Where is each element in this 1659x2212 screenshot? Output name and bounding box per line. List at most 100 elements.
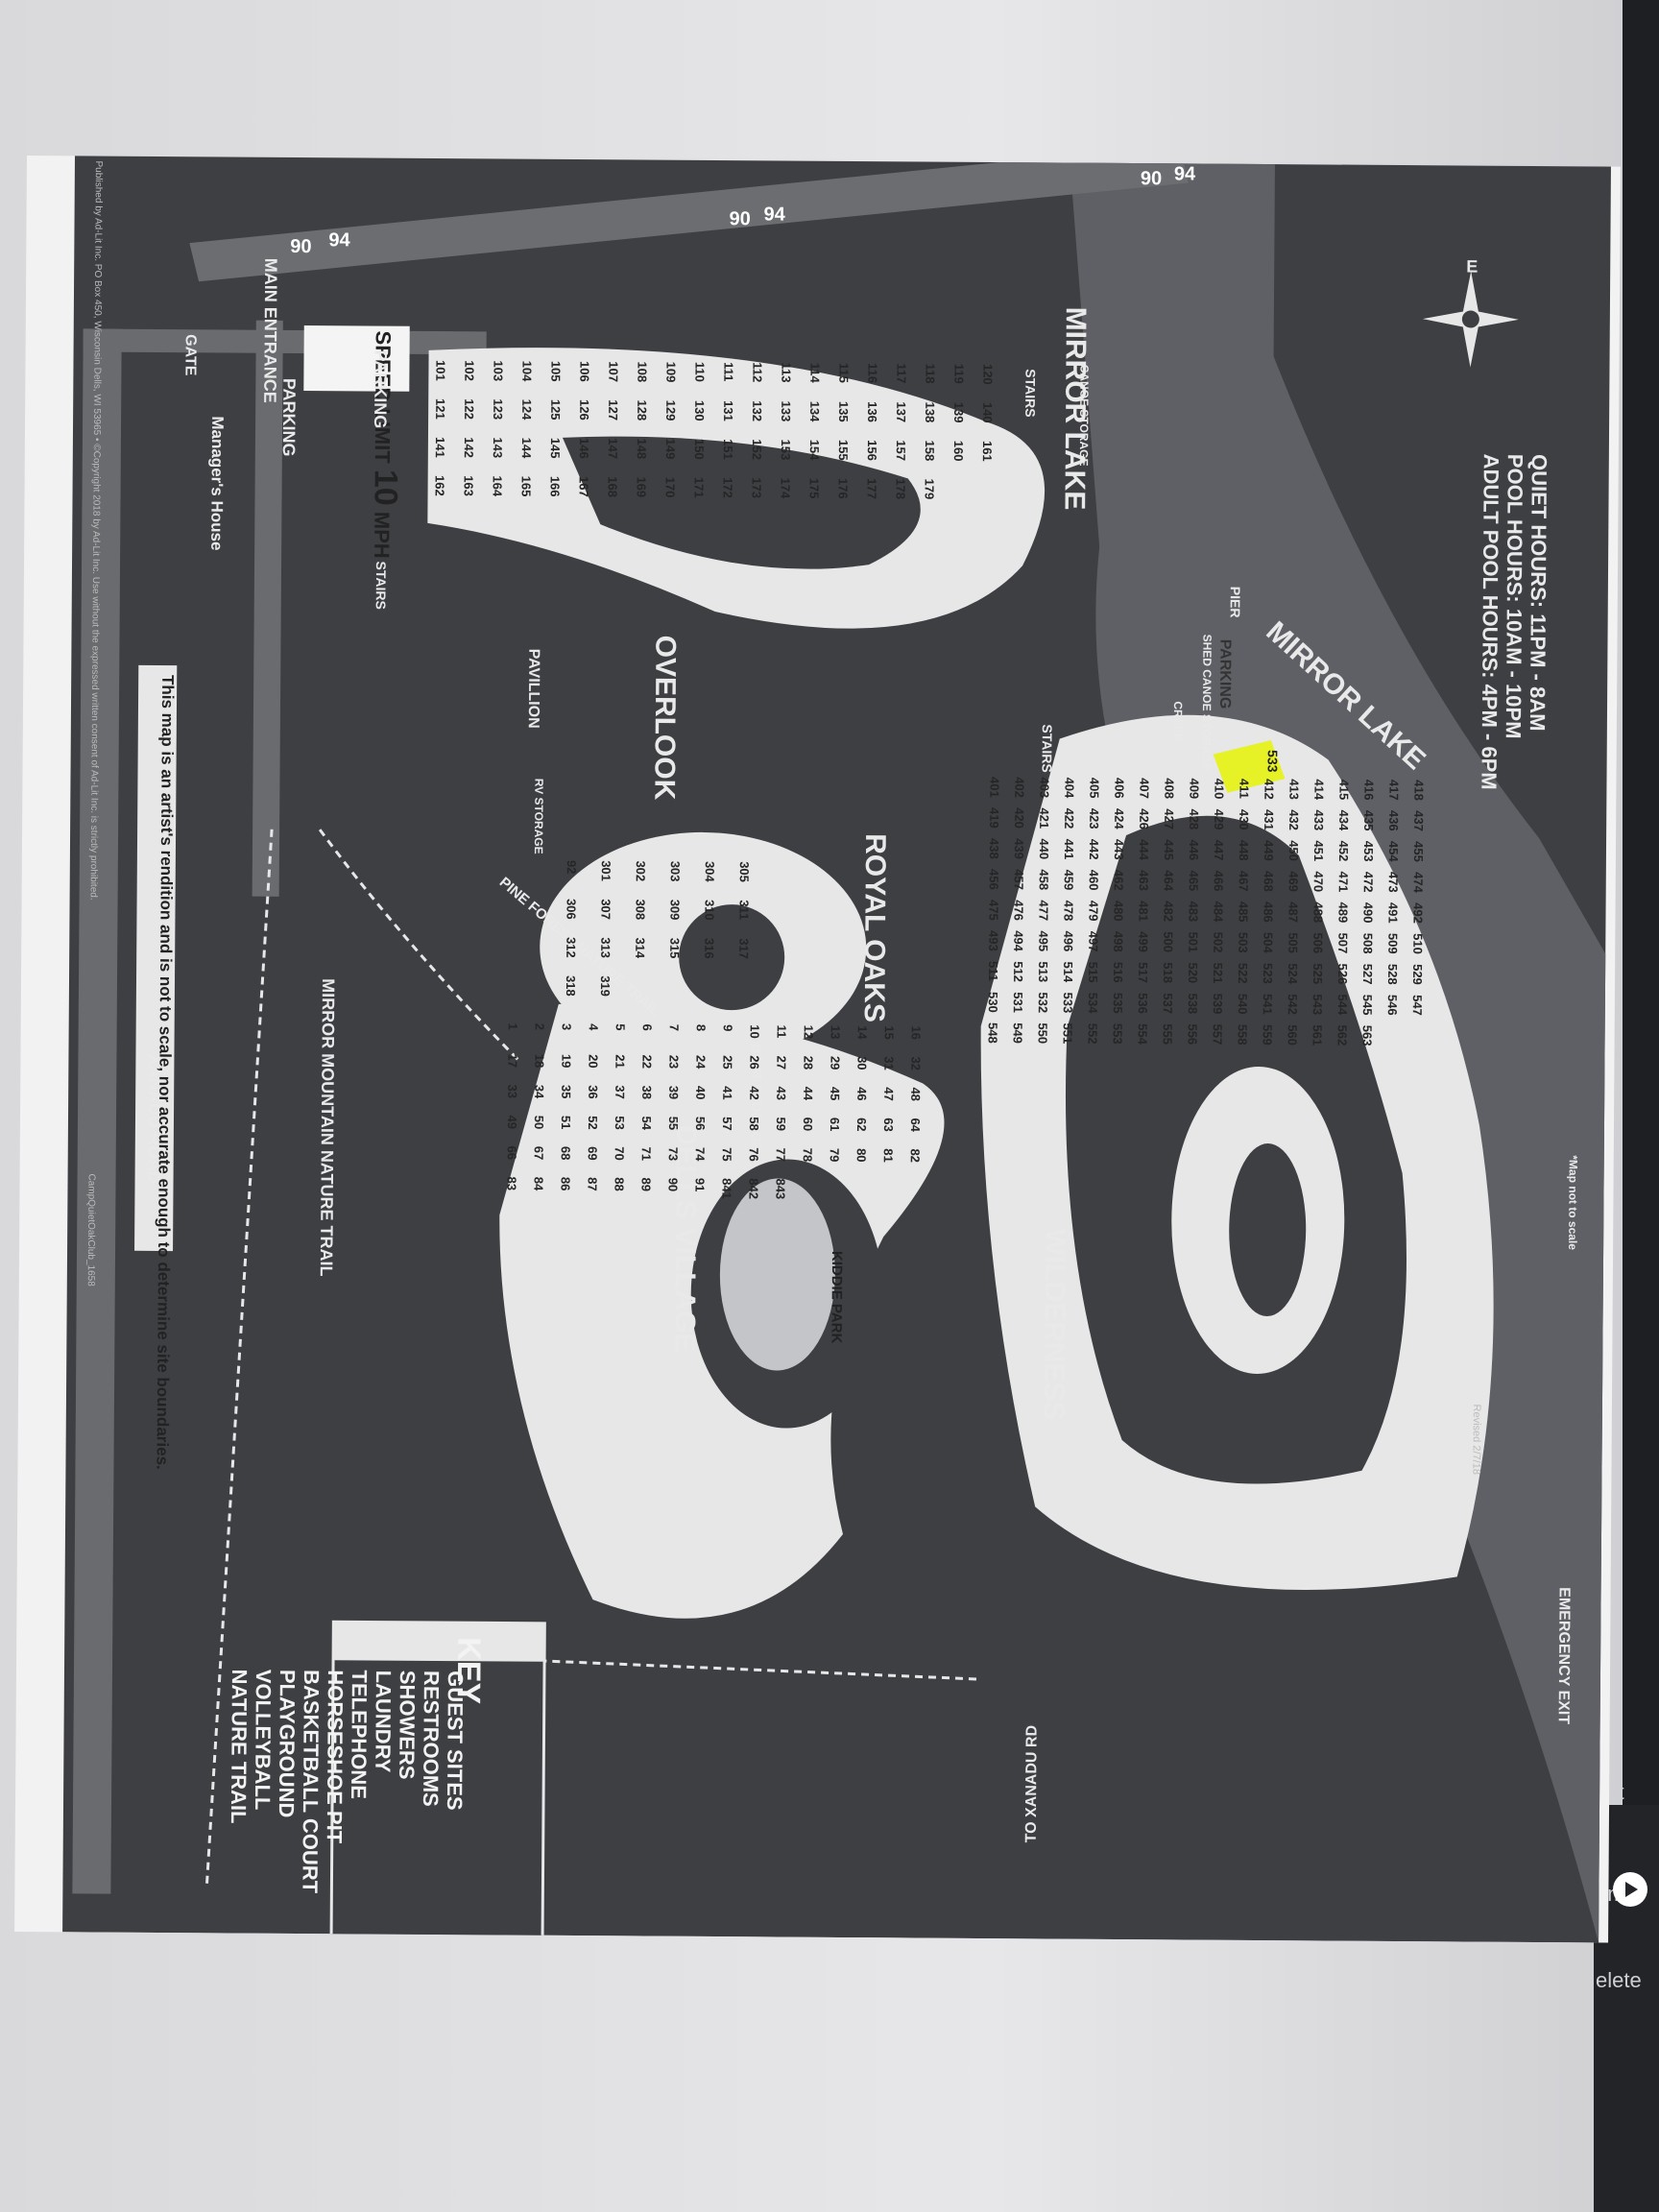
site-417[interactable]: 417 bbox=[1386, 779, 1402, 801]
site-483[interactable]: 483 bbox=[1186, 901, 1201, 923]
site-130[interactable]: 130 bbox=[692, 399, 708, 421]
site-177[interactable]: 177 bbox=[864, 478, 879, 499]
site-308[interactable]: 308 bbox=[633, 899, 648, 921]
site-63[interactable]: 63 bbox=[880, 1118, 897, 1132]
site-101[interactable]: 101 bbox=[433, 359, 448, 381]
site-113[interactable]: 113 bbox=[779, 362, 794, 383]
site-507[interactable]: 507 bbox=[1335, 932, 1351, 954]
site-166[interactable]: 166 bbox=[547, 475, 563, 497]
site-5[interactable]: 5 bbox=[613, 1023, 628, 1031]
site-42[interactable]: 42 bbox=[747, 1086, 762, 1100]
site-24[interactable]: 24 bbox=[693, 1054, 709, 1070]
site-465[interactable]: 465 bbox=[1186, 870, 1201, 892]
site-21[interactable]: 21 bbox=[613, 1054, 628, 1069]
site-407[interactable]: 407 bbox=[1137, 778, 1152, 799]
site-135[interactable]: 135 bbox=[836, 400, 852, 422]
site-51[interactable]: 51 bbox=[558, 1115, 574, 1130]
site-511[interactable]: 511 bbox=[986, 960, 1001, 982]
site-537[interactable]: 537 bbox=[1160, 993, 1175, 1015]
site-154[interactable]: 154 bbox=[806, 439, 822, 461]
site-71[interactable]: 71 bbox=[638, 1146, 654, 1162]
site-23[interactable]: 23 bbox=[666, 1054, 682, 1070]
site-75[interactable]: 75 bbox=[719, 1147, 734, 1162]
site-439[interactable]: 439 bbox=[1011, 838, 1027, 859]
site-124[interactable]: 124 bbox=[519, 398, 535, 421]
site-34[interactable]: 34 bbox=[532, 1084, 547, 1099]
site-538[interactable]: 538 bbox=[1185, 993, 1200, 1015]
site-430[interactable]: 430 bbox=[1237, 808, 1252, 830]
site-412[interactable]: 412 bbox=[1262, 778, 1277, 800]
site-128[interactable]: 128 bbox=[635, 399, 650, 421]
site-48[interactable]: 48 bbox=[908, 1087, 924, 1102]
site-525[interactable]: 525 bbox=[1310, 963, 1326, 985]
site-508[interactable]: 508 bbox=[1360, 932, 1376, 954]
site-408[interactable]: 408 bbox=[1162, 778, 1177, 800]
site-52[interactable]: 52 bbox=[585, 1116, 601, 1130]
site-530[interactable]: 530 bbox=[985, 991, 1000, 1013]
site-118[interactable]: 118 bbox=[923, 363, 938, 384]
site-553[interactable]: 553 bbox=[1110, 1022, 1125, 1045]
site-129[interactable]: 129 bbox=[663, 399, 679, 421]
site-32[interactable]: 32 bbox=[908, 1056, 924, 1071]
site-402[interactable]: 402 bbox=[1012, 777, 1027, 798]
site-476[interactable]: 476 bbox=[1011, 900, 1026, 921]
site-418[interactable]: 418 bbox=[1411, 780, 1427, 801]
site-123[interactable]: 123 bbox=[491, 398, 506, 421]
site-170[interactable]: 170 bbox=[662, 476, 678, 498]
site-33[interactable]: 33 bbox=[505, 1084, 520, 1099]
site-444[interactable]: 444 bbox=[1136, 839, 1152, 860]
site-89[interactable]: 89 bbox=[638, 1177, 654, 1192]
site-165[interactable]: 165 bbox=[518, 475, 534, 497]
site-428[interactable]: 428 bbox=[1187, 808, 1202, 830]
site-92[interactable]: 92 bbox=[564, 859, 579, 875]
site-452[interactable]: 452 bbox=[1335, 840, 1352, 862]
site-466[interactable]: 466 bbox=[1211, 870, 1226, 892]
site-173[interactable]: 173 bbox=[749, 477, 764, 499]
site-44[interactable]: 44 bbox=[801, 1086, 816, 1101]
site-40[interactable]: 40 bbox=[693, 1085, 709, 1100]
site-551[interactable]: 551 bbox=[1060, 1022, 1075, 1045]
site-131[interactable]: 131 bbox=[721, 400, 736, 421]
site-311[interactable]: 311 bbox=[736, 900, 752, 921]
site-119[interactable]: 119 bbox=[951, 363, 967, 384]
site-167[interactable]: 167 bbox=[576, 476, 591, 497]
site-505[interactable]: 505 bbox=[1286, 932, 1301, 953]
site-161[interactable]: 161 bbox=[979, 440, 995, 462]
site-2[interactable]: 2 bbox=[532, 1022, 547, 1031]
site-533-label[interactable]: 533 bbox=[1264, 750, 1281, 773]
site-81[interactable]: 81 bbox=[880, 1148, 896, 1163]
site-8[interactable]: 8 bbox=[693, 1023, 709, 1032]
site-31[interactable]: 31 bbox=[881, 1056, 897, 1070]
site-145[interactable]: 145 bbox=[547, 437, 563, 459]
site-132[interactable]: 132 bbox=[750, 400, 765, 422]
site-307[interactable]: 307 bbox=[598, 899, 613, 920]
site-25[interactable]: 25 bbox=[720, 1055, 735, 1070]
site-157[interactable]: 157 bbox=[893, 440, 908, 462]
site-545[interactable]: 545 bbox=[1359, 994, 1375, 1016]
site-500[interactable]: 500 bbox=[1161, 931, 1176, 953]
site-64[interactable]: 64 bbox=[907, 1118, 924, 1133]
site-501[interactable]: 501 bbox=[1186, 931, 1201, 953]
site-413[interactable]: 413 bbox=[1286, 779, 1302, 800]
site-472[interactable]: 472 bbox=[1360, 871, 1376, 893]
site-459[interactable]: 459 bbox=[1061, 869, 1076, 891]
site-13[interactable]: 13 bbox=[828, 1024, 843, 1040]
site-411[interactable]: 411 bbox=[1237, 778, 1252, 799]
site-47[interactable]: 47 bbox=[881, 1087, 897, 1101]
site-434[interactable]: 434 bbox=[1336, 809, 1352, 831]
site-442[interactable]: 442 bbox=[1086, 838, 1102, 860]
site-486[interactable]: 486 bbox=[1261, 901, 1276, 923]
site-6[interactable]: 6 bbox=[639, 1023, 655, 1031]
site-86[interactable]: 86 bbox=[558, 1176, 573, 1191]
site-405[interactable]: 405 bbox=[1087, 777, 1102, 799]
site-156[interactable]: 156 bbox=[864, 440, 879, 461]
site-421[interactable]: 421 bbox=[1037, 807, 1052, 830]
site-122[interactable]: 122 bbox=[462, 398, 477, 420]
site-172[interactable]: 172 bbox=[720, 477, 735, 498]
site-151[interactable]: 151 bbox=[720, 439, 735, 460]
site-842[interactable]: 842 bbox=[746, 1178, 761, 1200]
site-39[interactable]: 39 bbox=[666, 1085, 682, 1100]
site-111[interactable]: 111 bbox=[721, 362, 736, 382]
site-19[interactable]: 19 bbox=[559, 1053, 574, 1069]
site-559[interactable]: 559 bbox=[1260, 1023, 1275, 1046]
